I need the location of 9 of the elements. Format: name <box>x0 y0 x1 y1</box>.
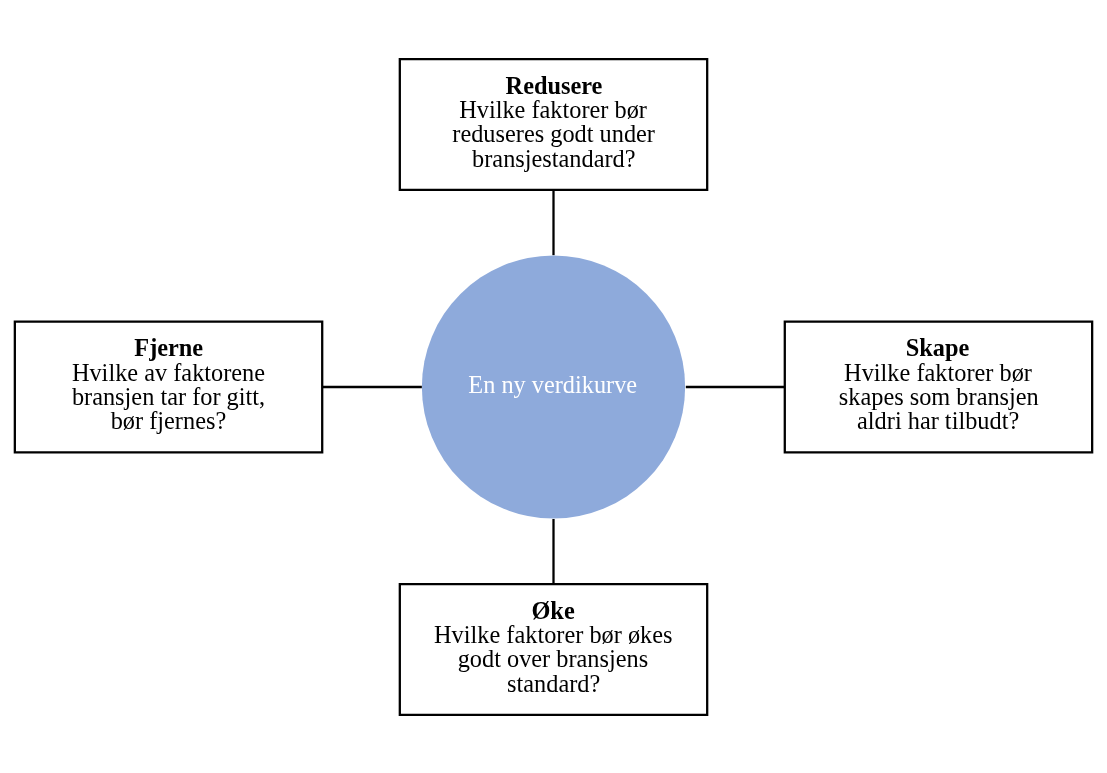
node-box: Redusere Hvilke faktorer bør reduseres godt under bransjestandard? <box>398 57 709 191</box>
node-box: Øke Hvilke faktorer bør økes godt over bransjens standard? <box>398 582 709 716</box>
connector <box>685 385 785 388</box>
node-box: Fjerne Hvilke av faktorene bransjen tar for gitt, bør fjernes? <box>13 319 324 454</box>
connector <box>552 189 555 255</box>
node-box: Skape Hvilke faktorer bør skapes som bransjen aldri har tilbudt? <box>783 319 1094 454</box>
connector <box>322 385 422 388</box>
connector <box>552 518 555 584</box>
node-circle: En ny verdikurve <box>421 254 686 519</box>
